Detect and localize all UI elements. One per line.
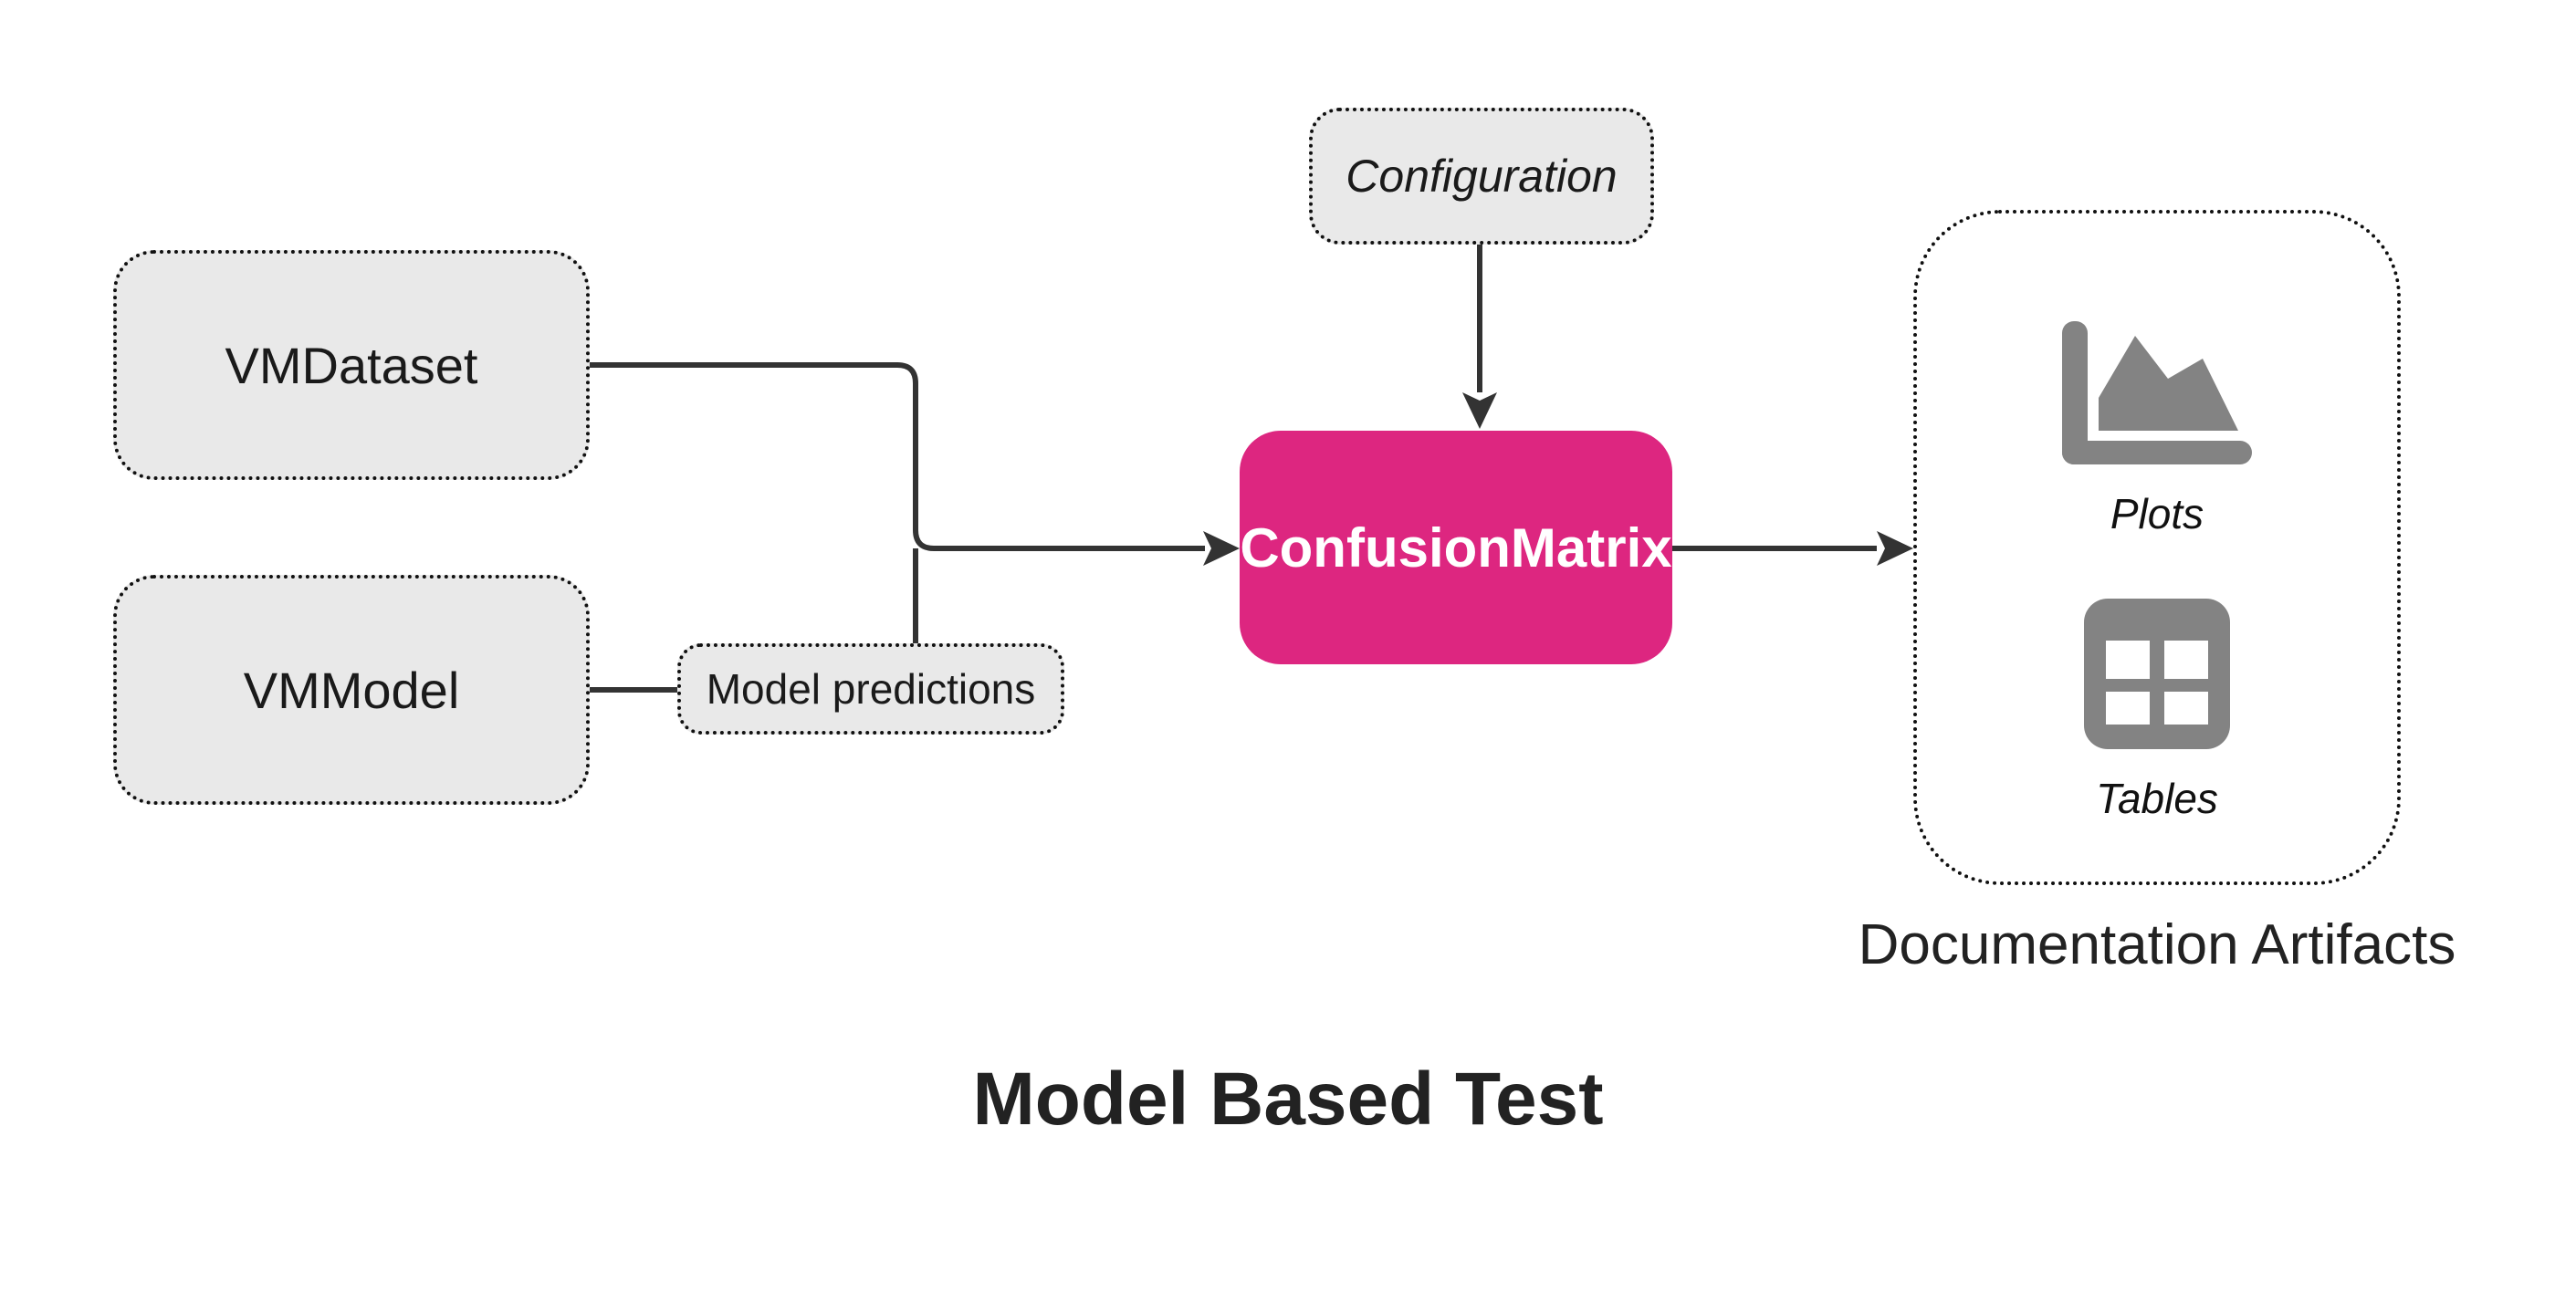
vmdataset-label: VMDataset (225, 336, 478, 394)
node-configuration: Configuration (1309, 108, 1654, 245)
vmmodel-label: VMModel (243, 661, 460, 719)
edge-vmdataset-to-confusionmatrix (590, 362, 1205, 551)
configuration-label: Configuration (1346, 151, 1618, 202)
documentation-artifacts-caption: Documentation Artifacts (1858, 913, 2456, 976)
plots-chart-icon (2062, 321, 2252, 469)
documentation-artifacts-container: Plots Tables (1913, 210, 2401, 885)
model-predictions-label: Model predictions (706, 665, 1036, 713)
diagram-title: Model Based Test (972, 1058, 1604, 1141)
node-model-predictions: Model predictions (677, 643, 1064, 735)
artifact-item-plots: Plots (2062, 321, 2252, 538)
confusion-matrix-label: ConfusionMatrix (1240, 516, 1672, 579)
node-vmmodel: VMModel (113, 575, 590, 805)
arrowhead-into-confusionmatrix (1203, 531, 1240, 566)
tables-grid-icon (2084, 599, 2230, 754)
plots-label: Plots (2110, 490, 2204, 537)
arrowhead-into-artifacts (1877, 531, 1913, 566)
artifact-item-tables: Tables (2084, 599, 2230, 823)
tables-label: Tables (2096, 775, 2218, 822)
node-confusion-matrix: ConfusionMatrix (1240, 431, 1672, 664)
arrowhead-into-confusionmatrix-top (1462, 392, 1497, 429)
node-vmdataset: VMDataset (113, 250, 590, 480)
